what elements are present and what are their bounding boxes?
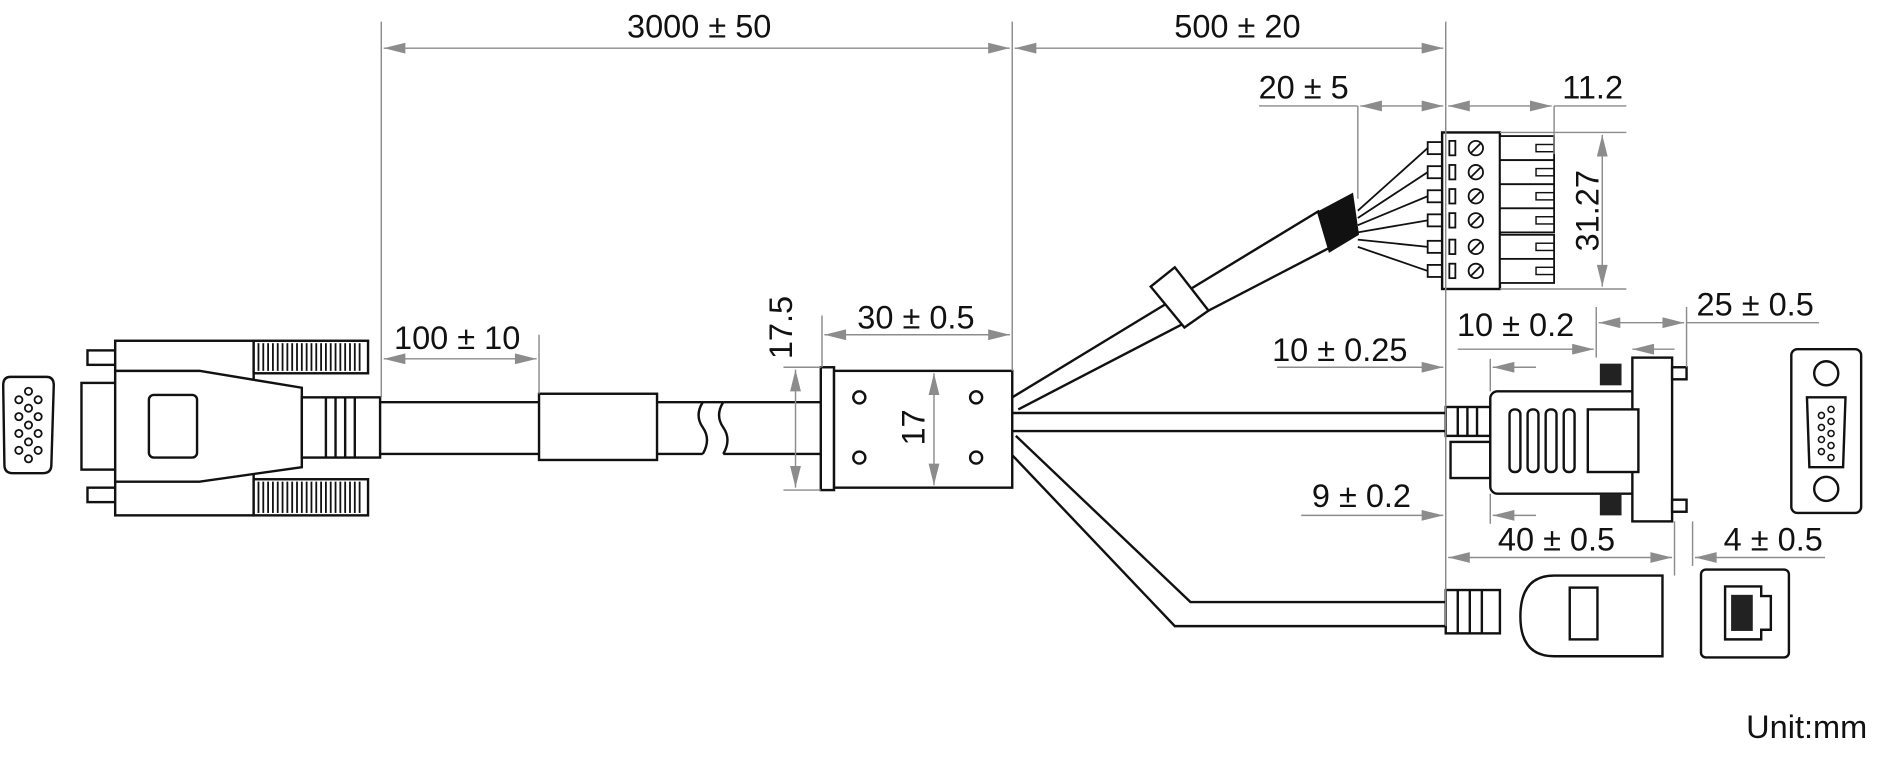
vga-connector xyxy=(80,339,382,517)
branch-rj45-cable xyxy=(1011,435,1664,658)
dim-rj45-gap: 4 ± 0.5 xyxy=(1724,521,1823,557)
dim-terminal-height: 31.27 xyxy=(1570,170,1606,251)
rj45-face-view xyxy=(1699,568,1791,659)
dim-db9-lower: 9 ± 0.2 xyxy=(1312,478,1411,514)
dimension-lines xyxy=(380,21,1826,627)
dim-splitter-flange-height: 17.5 xyxy=(763,296,799,359)
dim-terminal-depth: 11.2 xyxy=(1562,70,1623,106)
unit-label: Unit:mm xyxy=(1746,709,1867,745)
dim-ferrite-offset: 100 ± 10 xyxy=(394,320,520,356)
dim-rj45-length: 40 ± 0.5 xyxy=(1498,521,1615,557)
dim-db9-nut: 10 ± 0.2 xyxy=(1457,307,1574,343)
branch-db9-cable xyxy=(1012,356,1688,523)
main-cable xyxy=(380,392,822,462)
dim-branch-length: 500 ± 20 xyxy=(1174,8,1300,44)
splitter-box xyxy=(819,366,1014,492)
dim-db9-boot: 10 ± 0.25 xyxy=(1272,332,1407,368)
vga-face-view xyxy=(1,375,55,475)
cable-label-tag xyxy=(1149,265,1211,330)
dim-splitter-length: 30 ± 0.5 xyxy=(857,300,974,336)
db9-face-view xyxy=(1790,347,1863,515)
dim-wire-strip: 20 ± 5 xyxy=(1259,70,1349,106)
dim-main-cable-length: 3000 ± 50 xyxy=(627,8,771,44)
branch-terminal-cable xyxy=(1011,131,1556,411)
ferrite-core xyxy=(537,392,659,462)
dim-splitter-height: 17 xyxy=(895,409,931,445)
dim-db9-flange: 25 ± 0.5 xyxy=(1697,286,1814,322)
